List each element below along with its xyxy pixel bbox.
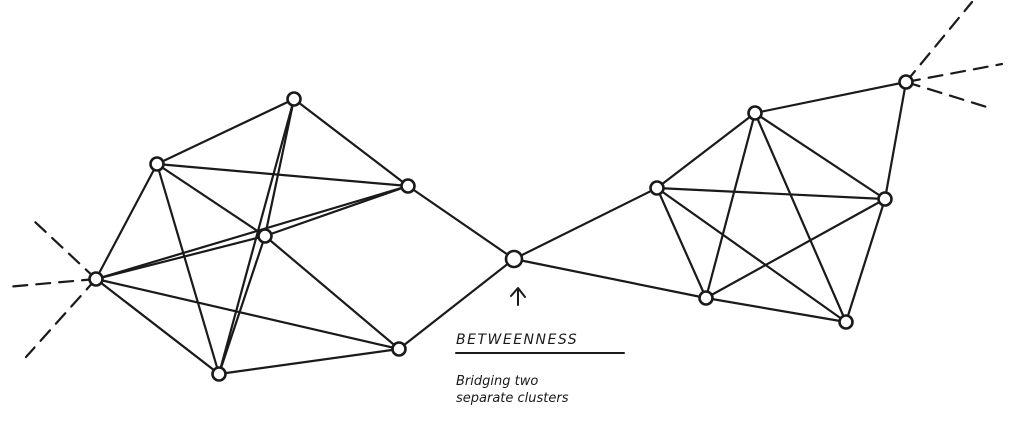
node-L-center xyxy=(257,228,273,244)
edge-R-right-R-far-top xyxy=(883,80,908,201)
edge-L-right-upper-bridge xyxy=(406,184,516,261)
nodes-layer xyxy=(88,74,914,382)
edge-R-bottom-left-R-bottom-right xyxy=(704,296,848,324)
node-bridge xyxy=(504,249,524,269)
edge-R-top-R-far-top xyxy=(753,80,908,115)
dangling-edge-L-left-hub-left xyxy=(4,277,98,289)
edge-L-right-upper-L-left-hub xyxy=(94,184,410,281)
edge-L-upper-left-L-bottom xyxy=(155,162,221,376)
node-L-top xyxy=(286,91,302,107)
node-R-bottom-right xyxy=(838,314,854,330)
edge-L-upper-left-L-right-upper xyxy=(155,162,410,188)
annotation-line-2: separate clusters xyxy=(456,391,569,406)
dangling-edge-R-far-top-up-right xyxy=(904,0,974,84)
betweenness-annotation: BETWEENNESS Bridging two separate cluste… xyxy=(455,287,625,406)
edge-L-upper-left-L-center xyxy=(155,162,267,238)
edge-L-bottom-right-bridge xyxy=(397,257,516,351)
node-L-left-hub xyxy=(88,271,104,287)
edge-R-left-R-right xyxy=(655,186,887,201)
annotation-line-1: Bridging two xyxy=(456,374,538,389)
dangling-edges-layer xyxy=(4,0,1004,359)
dangling-edge-R-far-top-lower-right xyxy=(904,80,992,110)
edge-R-right-R-bottom-right xyxy=(844,197,887,324)
edges-layer xyxy=(94,80,908,376)
dangling-edge-L-left-hub-upper-left xyxy=(32,219,98,281)
node-R-left xyxy=(649,180,665,196)
node-L-upper-left xyxy=(149,156,165,172)
edge-R-top-R-right xyxy=(753,111,887,201)
edge-L-top-L-bottom xyxy=(217,97,296,376)
edge-R-left-R-bottom-left xyxy=(655,186,708,300)
dangling-edge-L-left-hub-lower-left xyxy=(24,277,98,359)
edge-L-left-hub-L-bottom-right xyxy=(94,277,401,351)
edge-R-left-R-top xyxy=(655,111,757,190)
edge-L-top-L-upper-left xyxy=(155,97,296,166)
node-L-bottom xyxy=(211,366,227,382)
edge-bridge-R-bottom-left xyxy=(512,257,708,300)
edge-L-left-hub-L-bottom xyxy=(94,277,221,376)
edge-L-top-L-center xyxy=(263,97,296,238)
edge-bridge-R-left xyxy=(512,186,659,261)
node-R-bottom-left xyxy=(698,290,714,306)
up-arrow-icon xyxy=(510,287,526,306)
edge-L-center-L-bottom-right xyxy=(263,234,401,351)
node-R-right xyxy=(877,191,893,207)
edge-R-right-R-bottom-left xyxy=(704,197,887,300)
edge-L-center-L-left-hub xyxy=(94,234,267,281)
edge-L-upper-left-L-left-hub xyxy=(94,162,159,281)
node-L-right-upper xyxy=(400,178,416,194)
edge-R-left-R-bottom-right xyxy=(655,186,848,324)
edge-L-right-upper-L-center xyxy=(263,184,410,238)
annotation-title: BETWEENNESS xyxy=(456,332,578,348)
dangling-edge-R-far-top-right xyxy=(904,62,1004,84)
node-R-far-top xyxy=(898,74,914,90)
edge-L-center-L-bottom xyxy=(217,234,267,376)
edge-L-bottom-L-bottom-right xyxy=(217,347,401,376)
edge-R-top-R-bottom-right xyxy=(753,111,848,324)
edge-R-top-R-bottom-left xyxy=(704,111,757,300)
node-R-top xyxy=(747,105,763,121)
edge-L-top-L-right-upper xyxy=(292,97,410,188)
node-L-bottom-right xyxy=(391,341,407,357)
